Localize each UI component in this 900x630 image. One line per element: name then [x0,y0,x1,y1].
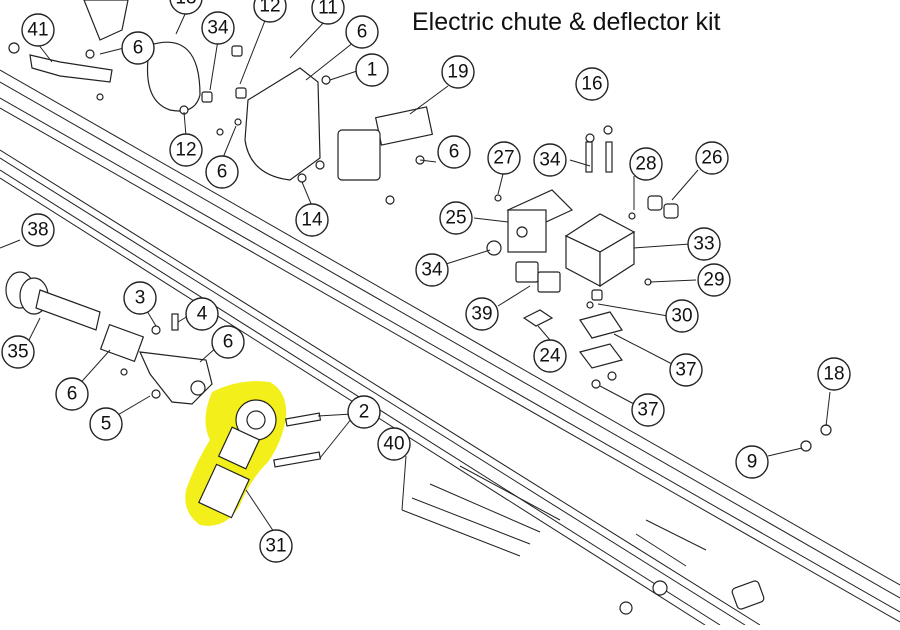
callout-33: 33 [687,227,721,261]
callout-label: 18 [823,364,844,385]
callout-6: 6 [211,325,245,359]
callout-6: 6 [121,31,155,65]
callout-16: 16 [575,67,609,101]
callout-9: 9 [735,445,769,479]
callout-6: 6 [437,135,471,169]
callout-label: 1 [367,60,378,81]
callout-label: 11 [318,0,338,19]
callout-label: 26 [701,148,722,169]
callout-29: 29 [697,263,731,297]
callout-38: 38 [21,213,55,247]
callout-11: 11 [311,0,345,25]
callout-35: 35 [1,335,35,369]
callout-39: 39 [465,297,499,331]
callout-label: 16 [581,74,602,95]
callout-label: 13 [175,0,196,9]
callout-6: 6 [345,15,379,49]
callout-12: 12 [169,133,203,167]
callout-label: 4 [197,304,208,325]
callout-label: 5 [101,414,112,435]
callout-label: 19 [447,62,468,83]
callout-label: 14 [301,210,323,231]
callout-label: 12 [259,0,280,17]
callout-label: 24 [539,346,561,367]
callout-31: 31 [259,529,293,563]
diagram-title: Electric chute & deflector kit [412,8,721,36]
callout-5: 5 [89,407,123,441]
callout-label: 30 [671,306,692,327]
callout-label: 3 [135,288,146,309]
callout-1: 1 [355,53,389,87]
callout-label: 37 [675,360,696,381]
callout-label: 34 [421,260,443,281]
callout-30: 30 [665,299,699,333]
callout-label: 34 [539,150,561,171]
callout-label: 2 [359,402,370,423]
callout-40: 40 [377,427,411,461]
callout-41: 41 [21,13,55,47]
callout-label: 29 [703,270,724,291]
callout-24: 24 [533,339,567,373]
callout-4: 4 [185,297,219,331]
callout-label: 35 [7,342,28,363]
callout-3: 3 [123,281,157,315]
highlighted-motor-part-2[interactable] [185,381,287,526]
upper-left-parts [8,0,425,205]
motor-part-1 [337,106,434,181]
callout-label: 25 [445,208,466,229]
callout-label: 27 [493,148,514,169]
bracket-parts [486,125,679,389]
callout-34: 34 [533,143,567,177]
chute-rails [0,69,900,626]
callout-25: 25 [439,201,473,235]
callout-14: 14 [295,203,329,237]
callout-13: 13 [169,0,203,15]
callout-label: 33 [693,234,714,255]
callout-label: 6 [67,384,78,405]
callout-27: 27 [487,141,521,175]
callout-label: 38 [27,220,48,241]
callout-34: 34 [415,253,449,287]
callout-label: 12 [175,140,196,161]
callout-label: 6 [357,22,368,43]
callout-label: 40 [383,434,404,455]
callout-37: 37 [669,353,703,387]
callout-label: 34 [207,18,229,39]
callout-34: 34 [201,11,235,45]
callout-18: 18 [817,357,851,391]
callout-19: 19 [441,55,475,89]
callout-label: 28 [635,154,656,175]
callout-label: 6 [449,142,460,163]
callout-label: 6 [133,38,144,59]
callout-2: 2 [347,395,381,429]
callout-label: 6 [217,162,228,183]
callout-6: 6 [55,377,89,411]
left-shaft-parts [5,271,322,468]
callout-label: 39 [471,304,492,325]
callout-6: 6 [205,155,239,189]
callout-balloons: 4161312116119126614342734282625333429393… [1,0,851,563]
callout-26: 26 [695,141,729,175]
callout-label: 6 [223,332,234,353]
callout-label: 41 [27,20,48,41]
callout-label: 9 [747,452,758,473]
callout-12: 12 [253,0,287,23]
callout-label: 37 [637,400,658,421]
callout-37: 37 [631,393,665,427]
wire-harness [401,424,832,615]
callout-label: 31 [265,536,286,557]
callout-28: 28 [629,147,663,181]
